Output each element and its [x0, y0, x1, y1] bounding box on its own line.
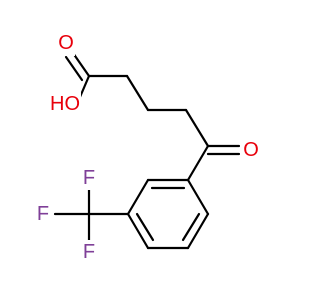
- fluorine-top-label: F: [83, 167, 95, 189]
- ring-inner-bond-2: [135, 212, 155, 242]
- acid-co-bond-1: [71, 51, 91, 78]
- ring-inner-bond-3: [181, 212, 201, 242]
- chain-bond-2: [125, 74, 150, 112]
- ring-bond-6: [186, 178, 210, 216]
- hydroxyl-label: HO: [50, 93, 80, 115]
- fluorine-left-label: F: [37, 203, 49, 225]
- acid-co-bond-2: [64, 55, 84, 82]
- f-top-label-background: [80, 166, 98, 190]
- ho-label-background: [49, 92, 81, 116]
- ketone-o-label-background: [240, 138, 258, 162]
- f-bottom-label-background: [80, 240, 98, 264]
- chain-bond-4: [184, 108, 210, 148]
- ketone-ring-bond: [186, 144, 210, 182]
- fluorine-bottom-label: F: [83, 241, 95, 263]
- f-left-label-background: [34, 202, 52, 226]
- structure-diagram: O HO O F F F: [34, 32, 259, 264]
- ring-bond-2: [126, 178, 150, 216]
- ketone-oxygen-label: O: [243, 139, 259, 161]
- acid-c-oh-bond: [78, 74, 91, 99]
- ring-bond-3: [126, 212, 150, 250]
- o-label-background: [57, 32, 75, 56]
- ring-bond-5: [186, 212, 210, 250]
- acid-carbonyl-oxygen-label: O: [58, 32, 74, 54]
- molecule-drawing: O HO O F F F: [34, 32, 259, 264]
